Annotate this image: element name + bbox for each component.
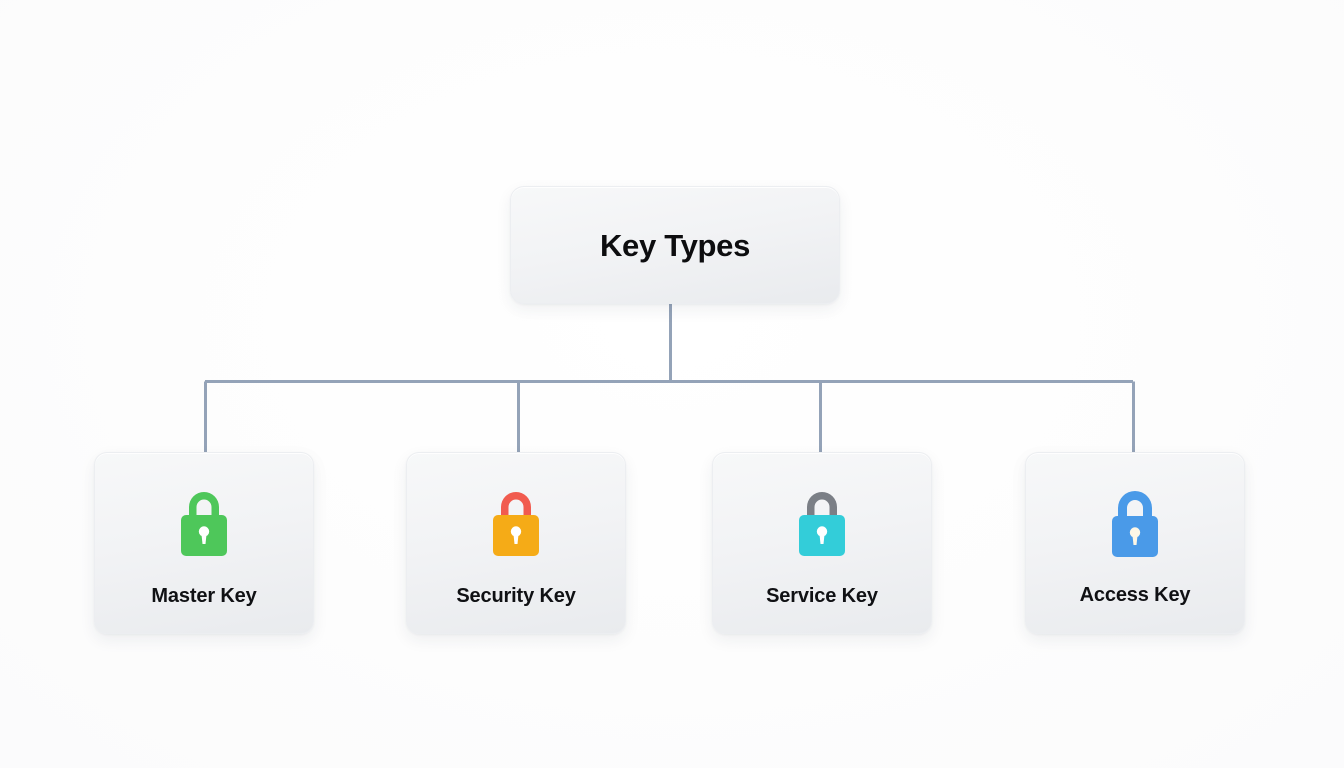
root-node[interactable]: Key Types: [510, 186, 840, 304]
padlock-icon: [493, 492, 539, 556]
node-security-key[interactable]: Security Key: [406, 452, 626, 634]
node-label: Security Key: [456, 585, 576, 607]
node-service-key[interactable]: Service Key: [712, 452, 932, 634]
node-access-key[interactable]: Access Key: [1025, 452, 1245, 634]
node-label: Service Key: [766, 585, 878, 607]
padlock-icon: [799, 492, 845, 556]
node-label: Master Key: [151, 585, 257, 607]
page-title: Key Types: [599, 227, 751, 263]
node-master-key[interactable]: Master Key: [94, 452, 314, 634]
node-label: Access Key: [1079, 584, 1191, 606]
padlock-icon: [1112, 491, 1158, 557]
padlock-icon: [181, 492, 227, 556]
